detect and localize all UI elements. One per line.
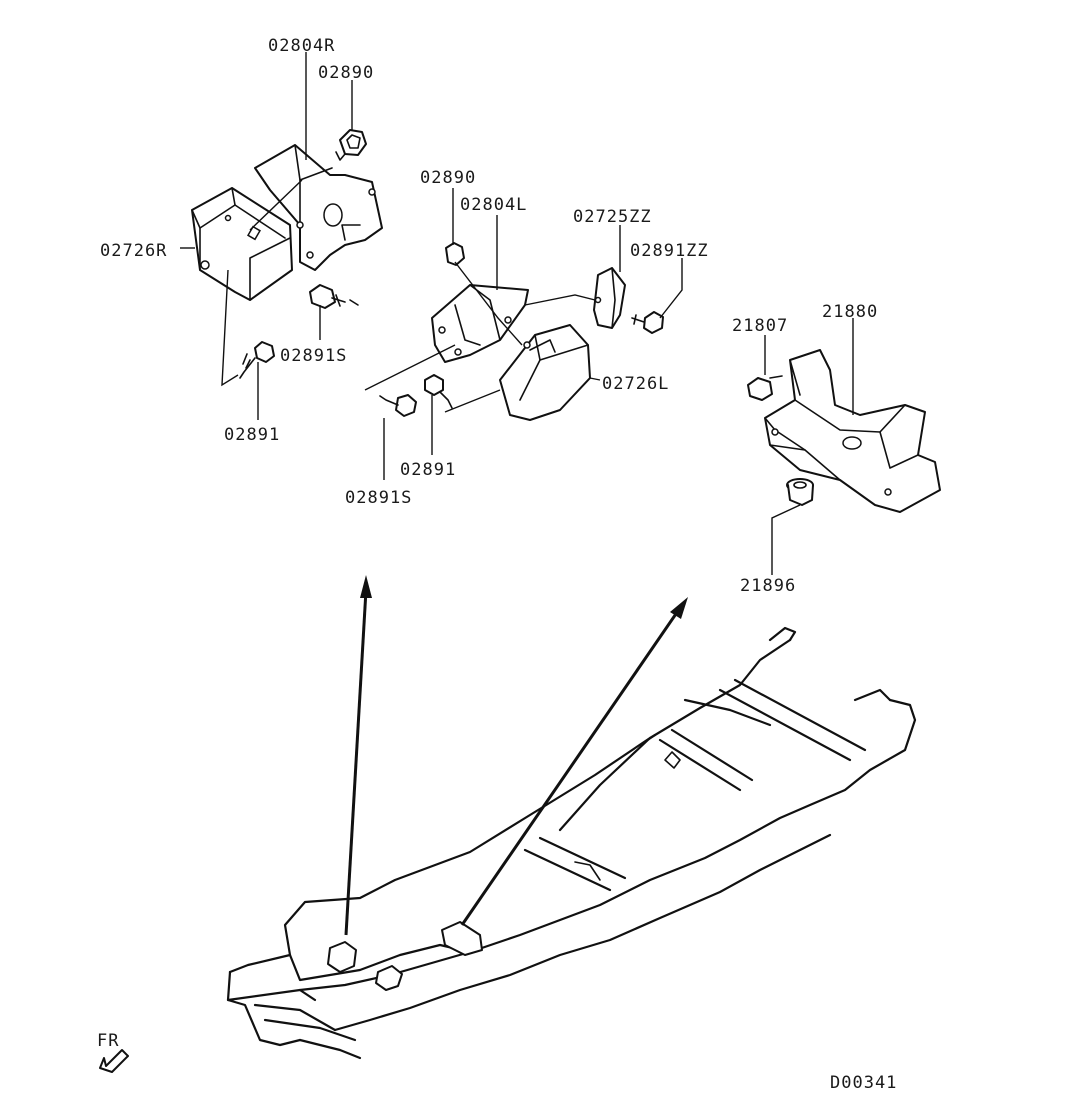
front-arrow-icon: [99, 1049, 129, 1073]
bolt-02891S-right[interactable]: [309, 284, 359, 309]
label-02891S-center: 02891S: [345, 488, 412, 508]
label-02890-top: 02890: [318, 63, 374, 83]
labels-right-group: 02804R 02890 02726R 02891S 02891: [100, 36, 374, 445]
labels-center-group: 02890 02804L 02725ZZ 02891ZZ 02726L 0289…: [345, 168, 709, 508]
bolt-02891-center[interactable]: [424, 374, 453, 409]
nut-02890-right[interactable]: [335, 129, 367, 161]
label-02725ZZ: 02725ZZ: [573, 207, 652, 227]
arrow-up-icon: [360, 575, 372, 598]
label-02891ZZ: 02891ZZ: [630, 241, 709, 261]
labels-crossmember: 21807 21880 21896: [732, 302, 878, 596]
bolt-02891-right[interactable]: [239, 341, 275, 379]
bolt-02891S-center[interactable]: [379, 394, 417, 417]
orientation-label: FR: [97, 1031, 119, 1051]
label-02891S-right: 02891S: [280, 346, 347, 366]
label-21807: 21807: [732, 316, 788, 336]
insulator-left[interactable]: [499, 324, 591, 421]
bracket-02725ZZ[interactable]: [593, 267, 626, 329]
nut-21807[interactable]: [747, 375, 783, 401]
label-02804R: 02804R: [268, 36, 335, 56]
label-21896: 21896: [740, 576, 796, 596]
label-02726L: 02726L: [602, 374, 669, 394]
callout-arrows: [344, 575, 688, 936]
insulator-right[interactable]: [191, 187, 293, 301]
orientation-indicator: FR: [97, 1031, 129, 1073]
bracket-left[interactable]: [431, 284, 529, 363]
chassis-frame: [226, 626, 917, 1060]
arrow-up-right-icon: [670, 597, 688, 619]
bushing-21896[interactable]: [786, 478, 814, 506]
left-engine-mount-group: [364, 242, 664, 421]
label-02890-center: 02890: [420, 168, 476, 188]
diagram-code: D00341: [830, 1073, 897, 1093]
bracket-right[interactable]: [254, 144, 383, 271]
label-21880: 21880: [822, 302, 878, 322]
crossmember-group: [747, 349, 941, 513]
crossmember-21880[interactable]: [764, 349, 941, 513]
label-02804L: 02804L: [460, 195, 527, 215]
nut-02890-left[interactable]: [445, 242, 465, 266]
right-engine-mount-group: [191, 129, 383, 387]
bolt-02891ZZ[interactable]: [631, 311, 664, 334]
label-02891-right: 02891: [224, 425, 280, 445]
label-02891-center: 02891: [400, 460, 456, 480]
label-02726R: 02726R: [100, 241, 167, 261]
